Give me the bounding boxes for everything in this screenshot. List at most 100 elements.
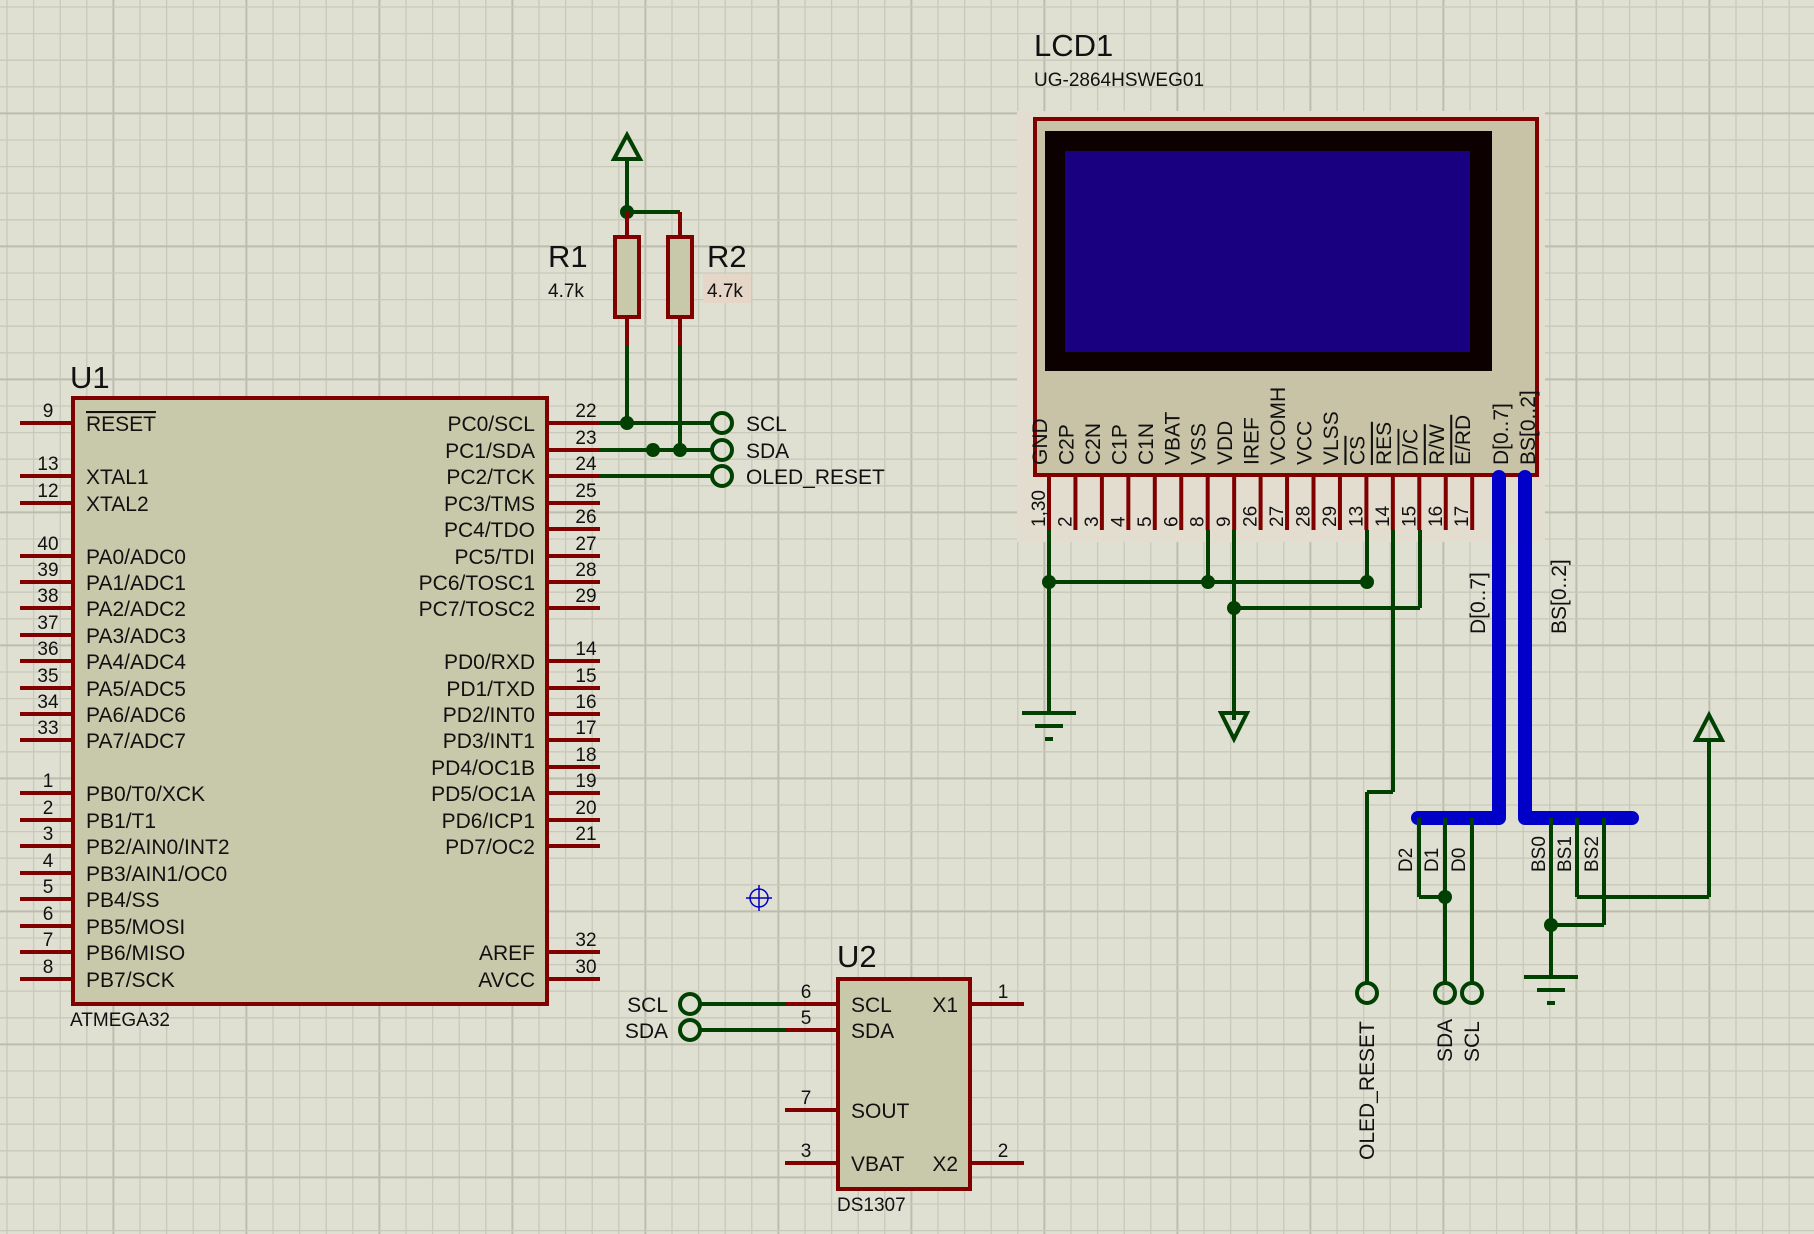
pin-name: VLSS	[1320, 411, 1343, 465]
lcd-terminal-scl[interactable]: SCL	[1460, 981, 1484, 1062]
crosshair-cursor-icon	[746, 885, 772, 911]
r2-body[interactable]	[666, 235, 694, 319]
pin-number: 1	[998, 982, 1009, 1003]
bs-bus[interactable]	[1518, 470, 1639, 825]
u2-pin-2[interactable]: 2X2	[932, 1141, 1024, 1176]
pin-number: 21	[575, 824, 596, 845]
terminal-oled-reset[interactable]: OLED_RESET	[710, 464, 885, 489]
r1-body[interactable]	[613, 235, 641, 319]
pin-name: PC4/TDO	[444, 519, 535, 542]
u2-terminal-sda[interactable]: SDA	[625, 1018, 785, 1043]
lcd-terminal-sda[interactable]: SDA	[1433, 981, 1457, 1062]
pin-number: 6	[1161, 516, 1182, 527]
pin-name: PA4/ADC4	[86, 651, 186, 674]
u2-pin-1[interactable]: 1X1	[932, 982, 1024, 1017]
lcd1-pin-16[interactable]: R/W16	[1426, 424, 1449, 530]
terminal-scl[interactable]: SCL	[710, 411, 787, 436]
u1-body[interactable]	[71, 396, 549, 1006]
pin-name: VBAT	[851, 1153, 904, 1176]
pullup-resistors[interactable]: R1 4.7k R2 4.7k	[548, 130, 751, 450]
pin-number: 12	[37, 481, 58, 502]
terminal-sda[interactable]: SDA	[710, 438, 789, 463]
pin-number: 16	[1426, 506, 1447, 527]
pin-number: 9	[1214, 516, 1235, 527]
u2-terminal-sda-label: SDA	[625, 1020, 668, 1043]
lcd1-oled[interactable]: LCD1 UG-2864HSWEG01 GND1,30C2P2C2N3C1P4C…	[1017, 28, 1545, 542]
pin-number: 4	[1108, 516, 1129, 527]
u2-body[interactable]	[836, 977, 972, 1191]
lcd1-pin-15[interactable]: D/C15	[1399, 429, 1422, 530]
pin-name: PD0/RXD	[444, 651, 535, 674]
pin-number: 14	[575, 639, 597, 660]
pin-name: VCC	[1294, 421, 1317, 465]
pin-number: 28	[1294, 506, 1315, 527]
lcd-terminal-oled-reset[interactable]: OLED_RESET	[1355, 981, 1379, 1160]
power-terminal-icon[interactable]	[610, 130, 644, 212]
pin-name: XTAL1	[86, 466, 149, 489]
pin-name: PD6/ICP1	[442, 810, 535, 833]
u1-atmega32[interactable]: U1 9RESET13XTAL112XTAL240PA0/ADC039PA1/A…	[20, 360, 600, 1031]
u2-terminal-scl[interactable]: SCL	[627, 992, 785, 1017]
lcd1-pins: GND1,30C2P2C2N3C1P4C1N5VBAT6VSS8VDD9IREF…	[1029, 387, 1475, 530]
lcd1-pin-28[interactable]: VCC 28	[1294, 421, 1317, 530]
